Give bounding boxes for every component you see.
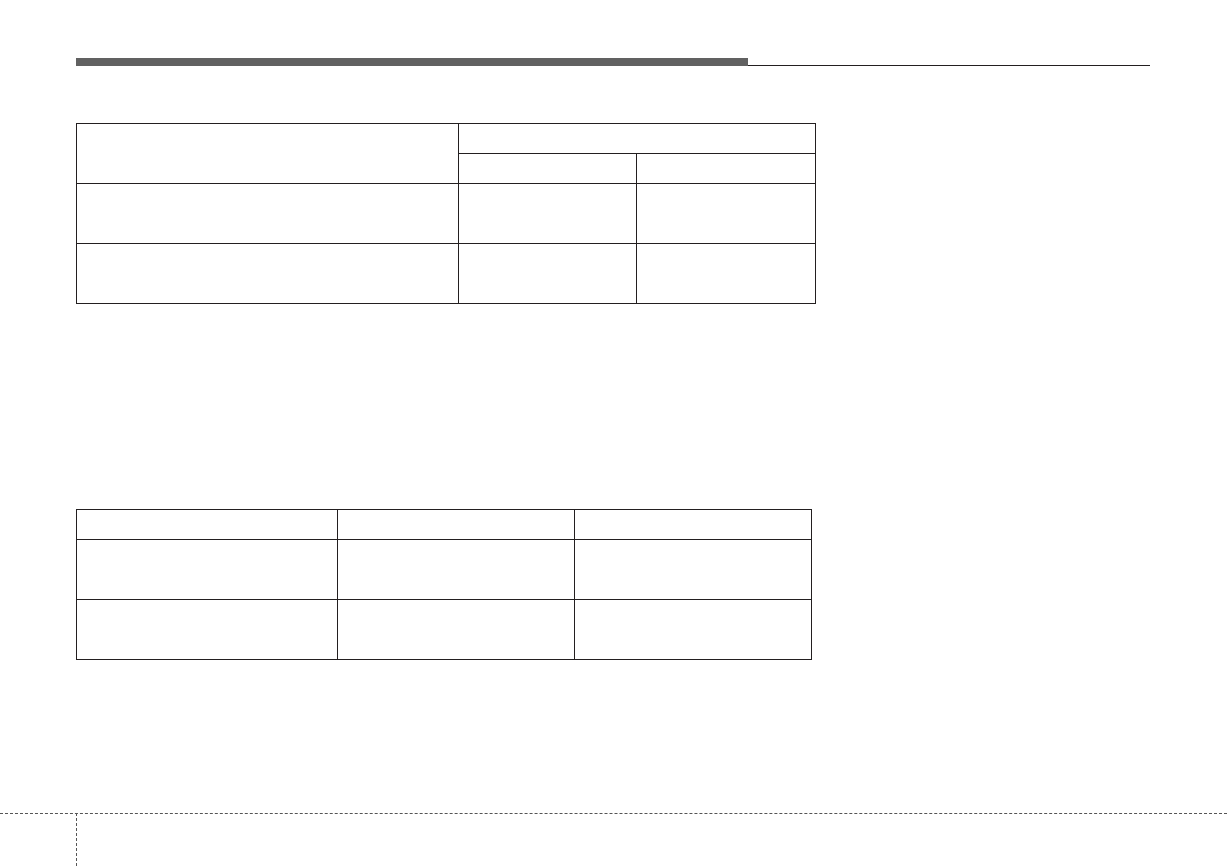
table-subheader-cell bbox=[458, 153, 637, 184]
table-header-row bbox=[76, 123, 816, 184]
table-cell bbox=[76, 183, 459, 244]
table-cell bbox=[76, 539, 338, 600]
spec-table-2 bbox=[76, 509, 812, 660]
table-header-cell bbox=[574, 509, 812, 540]
spec-table-1 bbox=[76, 123, 816, 304]
table-cell bbox=[76, 243, 459, 304]
table-cell bbox=[337, 599, 575, 660]
table-row bbox=[76, 243, 816, 304]
header-rule bbox=[748, 65, 1150, 66]
table-cell bbox=[636, 243, 816, 304]
header-bar bbox=[76, 58, 748, 66]
table-subheader-cell bbox=[636, 153, 816, 184]
table-cell bbox=[636, 183, 816, 244]
table-header-row bbox=[76, 509, 812, 540]
table-header-cell bbox=[76, 509, 338, 540]
table-header-cell bbox=[337, 509, 575, 540]
table-cell bbox=[337, 539, 575, 600]
table-cell bbox=[574, 599, 812, 660]
table-row bbox=[76, 599, 812, 660]
table-row bbox=[76, 539, 812, 600]
table-header-cell bbox=[76, 123, 459, 184]
trim-line-vertical bbox=[76, 813, 77, 866]
table-row bbox=[76, 183, 816, 244]
table-header-cell bbox=[458, 123, 816, 154]
table-cell bbox=[76, 599, 338, 660]
table-cell bbox=[458, 243, 637, 304]
table-cell bbox=[574, 539, 812, 600]
table-cell bbox=[458, 183, 637, 244]
trim-line-horizontal bbox=[0, 813, 1227, 814]
